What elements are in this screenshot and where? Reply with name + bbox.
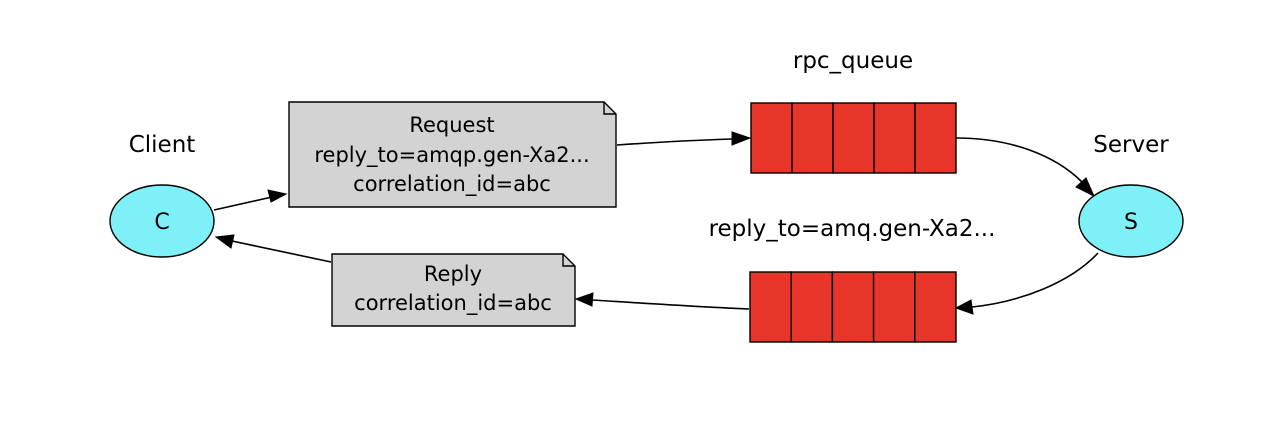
edge-server-to-reply-queue — [971, 252, 1099, 308]
reply-queue-cell — [831, 271, 875, 343]
arrowhead-client-to-request — [267, 189, 288, 203]
request-queue-cell — [791, 102, 834, 174]
reply-queue-cell — [914, 271, 957, 343]
request-queue-cell — [832, 102, 875, 174]
request-message-note: Request reply_to=amqp.gen-Xa2... correla… — [288, 101, 617, 208]
arrowhead-queue-to-server — [1075, 177, 1096, 198]
arrowhead-reply-queue-to-reply — [574, 292, 594, 307]
arrowhead-request-to-queue — [731, 131, 752, 146]
edge-client-to-request — [213, 196, 273, 211]
request-queue-cell — [873, 102, 916, 174]
client-node — [109, 184, 215, 258]
edge-queue-to-server — [955, 137, 1083, 183]
request-queue-title: rpc_queue — [793, 48, 913, 74]
arrowhead-server-to-reply-queue — [954, 299, 974, 315]
reply-message-note: Reply correlation_id=abc — [331, 253, 576, 327]
reply-note-line-1: Reply — [424, 262, 482, 286]
client-title: Client — [129, 132, 196, 158]
edge-request-to-queue — [616, 138, 733, 146]
reply-queue — [749, 271, 957, 343]
client-node-letter: C — [154, 210, 169, 235]
request-note-line-1: Request — [409, 113, 494, 137]
reply-queue-cell — [790, 271, 834, 343]
request-note-line-3: correlation_id=abc — [353, 172, 551, 197]
server-node-letter: S — [1124, 210, 1138, 235]
edge-reply-queue-to-reply — [591, 299, 750, 310]
reply-note-line-2: correlation_id=abc — [354, 291, 552, 316]
reply-queue-title: reply_to=amq.gen-Xa2... — [709, 216, 996, 242]
server-title: Server — [1093, 132, 1169, 158]
reply-queue-cell — [749, 271, 792, 343]
server-node — [1078, 184, 1184, 258]
request-queue-cell — [750, 102, 793, 174]
request-queue — [750, 102, 957, 174]
arrowhead-reply-to-client — [214, 234, 235, 249]
reply-queue-cell — [872, 271, 916, 343]
edge-reply-to-client — [231, 240, 332, 263]
request-queue-cell — [914, 102, 957, 174]
request-note-line-2: reply_to=amqp.gen-Xa2... — [314, 143, 589, 168]
